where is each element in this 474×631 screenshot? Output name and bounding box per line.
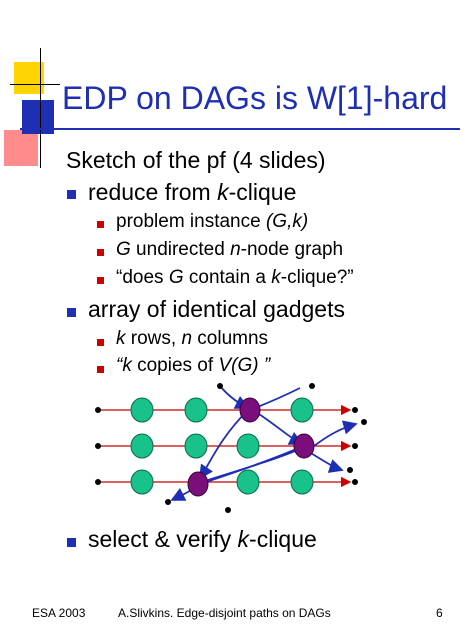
row-end-dot [352, 443, 358, 449]
path-end-dot [309, 383, 315, 389]
sub-bullet-rows-columns: k rows, n columns [116, 328, 269, 349]
sub-bullet-marker [97, 249, 104, 256]
path-end-dot [217, 383, 223, 389]
bullet-gadgets: array of identical gadgets [88, 296, 345, 322]
bullet-marker [67, 190, 76, 199]
gadget-node [184, 397, 208, 423]
sub-bullet-question: “does G contain a k-clique?” [116, 267, 354, 288]
gadget-node [290, 469, 314, 495]
row-start-dot [95, 407, 101, 413]
slide-title: EDP on DAGs is W[1]-hard [62, 80, 448, 116]
sub-bullet-marker [97, 221, 104, 228]
bullet-select-verify: select & verify k-clique [88, 526, 317, 552]
deco-horizontal-line [10, 84, 60, 85]
intro-line: Sketch of the pf (4 slides) [66, 147, 326, 173]
footer-page-number: 6 [436, 606, 443, 620]
gadget-node [236, 433, 260, 459]
gadget-node [184, 433, 208, 459]
gadget-grid [130, 397, 314, 495]
gadget-node [130, 469, 154, 495]
path-end-dot [165, 499, 171, 505]
gadget-node [130, 397, 154, 423]
path-end-dot [361, 419, 367, 425]
path-curve [205, 449, 295, 483]
deco-red-square [4, 130, 38, 166]
deco-yellow-square [14, 62, 44, 94]
row-start-dot [95, 479, 101, 485]
gadget-node [290, 397, 314, 423]
sub-bullet-copies: “k copies of V(G) ” [116, 355, 271, 376]
selected-node [239, 397, 261, 423]
path-curve [313, 420, 358, 447]
row-end-dot [352, 407, 358, 413]
selected-node [293, 433, 315, 459]
path-end-dot [225, 507, 231, 513]
bullet-marker [67, 538, 76, 547]
row-start-dot [95, 443, 101, 449]
footer-center: A.Slivkins. Edge-disjoint paths on DAGs [118, 606, 331, 620]
title-underline [20, 128, 460, 130]
deco-vertical-line [40, 48, 41, 168]
selected-node [187, 471, 209, 497]
bullet-marker [67, 308, 76, 317]
bullet-reduce: reduce from k-clique [88, 179, 297, 205]
sub-bullet-marker [97, 277, 104, 284]
sub-bullet-graph: G undirected n-node graph [116, 239, 344, 260]
sub-bullet-marker [97, 366, 104, 373]
path-end-dot [347, 467, 353, 473]
gadget-node [130, 433, 154, 459]
footer-left: ESA 2003 [32, 606, 86, 620]
sub-bullet-marker [97, 339, 104, 346]
gadget-node [236, 469, 260, 495]
corner-decoration [0, 40, 60, 168]
sub-bullet-problem-instance: problem instance (G,k) [116, 211, 309, 232]
gadget-array-diagram [95, 383, 367, 513]
row-end-dot [352, 479, 358, 485]
